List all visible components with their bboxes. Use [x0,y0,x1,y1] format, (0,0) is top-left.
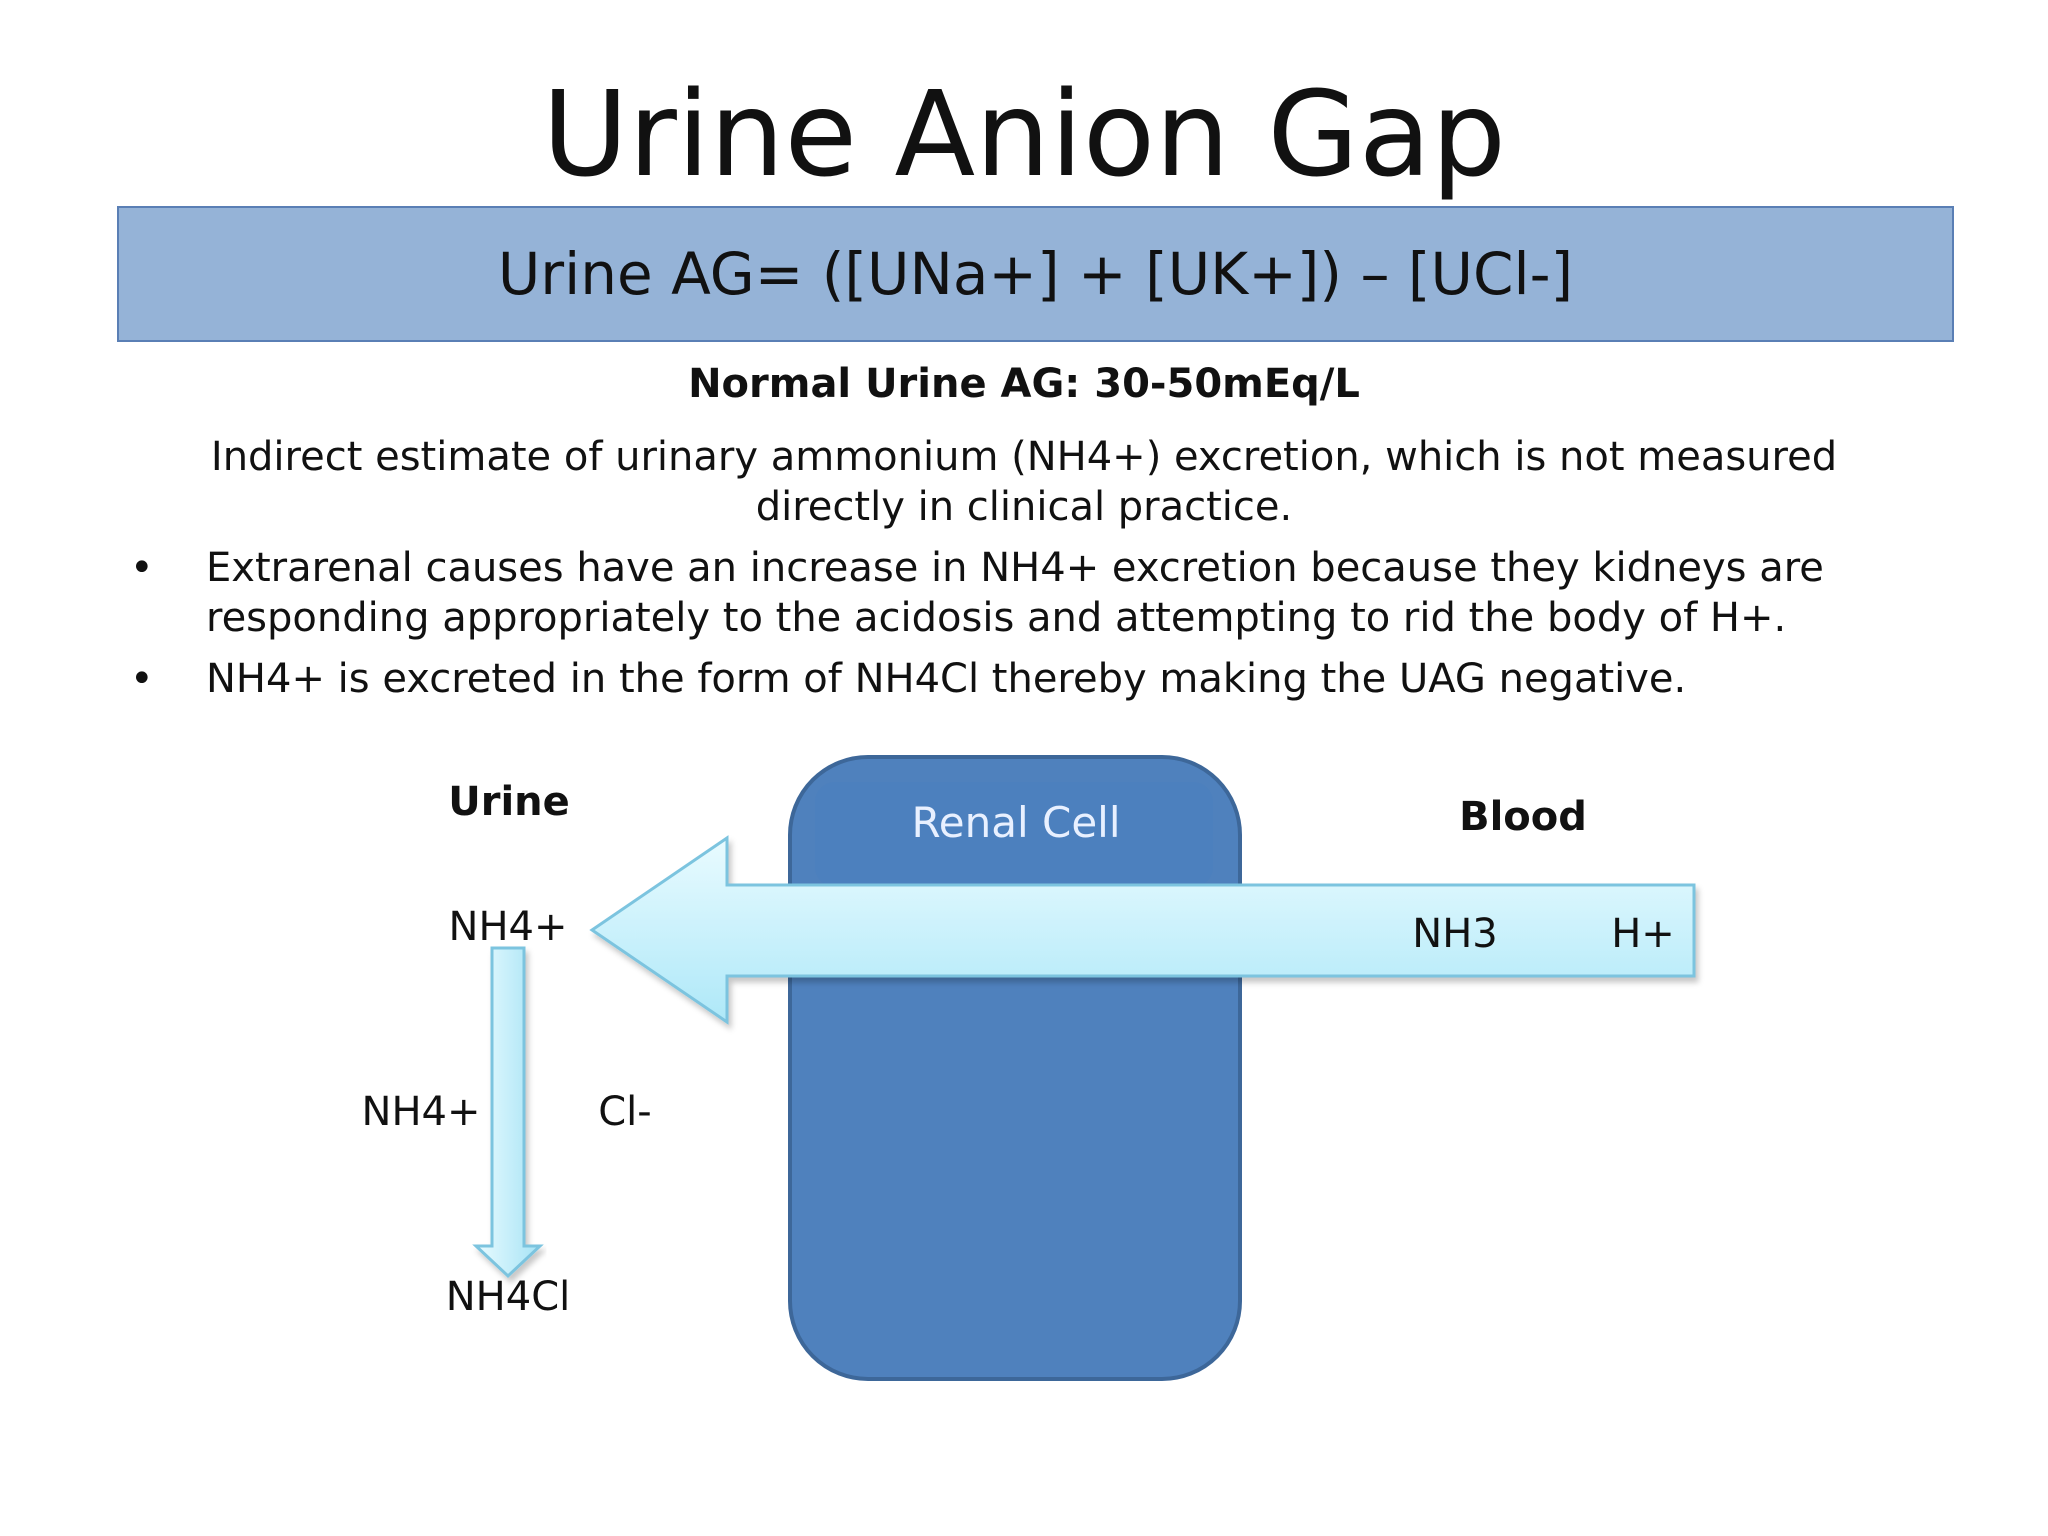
intro-text: Indirect estimate of urinary ammonium (N… [210,434,1838,530]
blood-label: Blood [1459,794,1587,840]
chloride-label: Cl- [598,1089,651,1135]
blood-hydrogen-label: H+ [1611,911,1675,957]
bullet-item: • Extrarenal causes have an increase in … [120,543,1920,643]
normal-range: Normal Urine AG: 30-50mEq/L [688,361,1360,407]
bullet-text: NH4+ is excreted in the form of NH4Cl th… [206,656,1687,702]
urine-label: Urine [448,779,570,825]
ammonia-transport-arrow [589,835,1696,1025]
urine-ammonium-label: NH4+ [449,904,568,950]
ammonium-chloride-label: NH4Cl [446,1274,571,1320]
urine-ag-formula: Urine AG= ([UNa+] + [UK+]) – [UCl-] [497,240,1574,308]
formula-box: Urine AG= ([UNa+] + [UK+]) – [UCl-] [117,206,1954,342]
bullet-item: • NH4+ is excreted in the form of NH4Cl … [120,654,1920,704]
renal-cell [788,755,1242,1381]
bullet-marker: • [130,545,154,591]
renal-cell-highlight [815,782,1213,887]
bullet-text: Extrarenal causes have an increase in NH… [206,545,1824,641]
renal-cell-label: Renal Cell [911,798,1120,847]
blood-ammonia-label: NH3 [1412,911,1497,957]
bullet-marker: • [130,656,154,702]
bullet-list: • Extrarenal causes have an increase in … [120,543,1920,715]
page-title: Urine Anion Gap [542,65,1506,203]
ammonium-label: NH4+ [362,1089,481,1135]
down-arrow [472,946,544,1279]
